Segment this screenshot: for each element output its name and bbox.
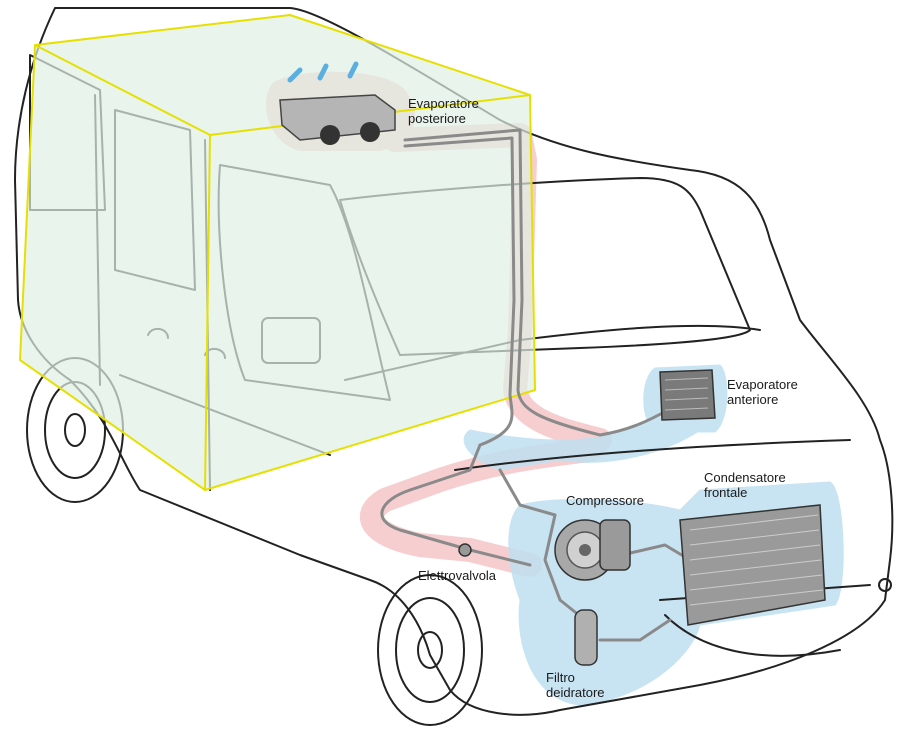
drier-filter-unit	[574, 609, 598, 666]
label-solenoid-valve: Elettrovalvola	[418, 568, 497, 583]
front-evaporator-unit	[659, 369, 716, 421]
compressor-unit	[554, 519, 631, 581]
cabin-volume	[19, 14, 536, 491]
label-rear-evaporator: Evaporatore posteriore	[408, 96, 479, 126]
refrigerant-pipes	[380, 128, 692, 642]
label-compressor: Compressore	[566, 493, 645, 508]
front-wheel	[377, 574, 483, 726]
label-drier-filter: Filtro deidratore	[546, 670, 605, 700]
rear-evaporator-unit	[279, 61, 396, 145]
solenoid-valve-unit	[458, 543, 472, 557]
label-front-evaporator: Evaporatore anteriore	[727, 377, 798, 407]
label-front-condenser: Condensatore frontale	[704, 470, 786, 500]
condenser-unit	[679, 504, 826, 626]
